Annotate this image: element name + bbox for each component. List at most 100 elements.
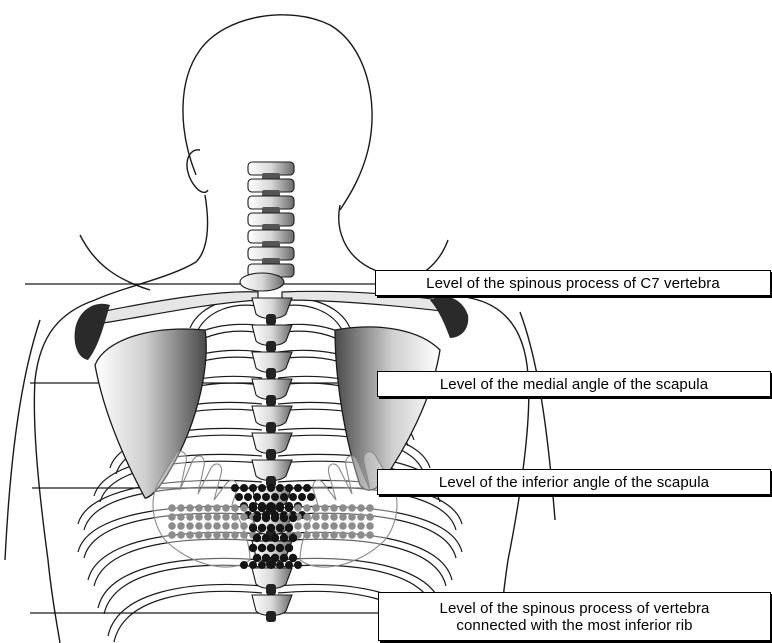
dot-dark — [253, 534, 261, 542]
dot-gray — [348, 522, 356, 530]
dot-gray — [213, 522, 221, 530]
dot-gray — [366, 522, 374, 530]
dot-gray — [222, 531, 230, 539]
dot-gray — [186, 522, 194, 530]
dot-gray — [186, 504, 194, 512]
dot-gray — [339, 504, 347, 512]
trapezius-left — [80, 235, 150, 290]
dot-gray — [168, 522, 176, 530]
dot-gray — [303, 504, 311, 512]
dot-dark — [262, 554, 270, 562]
dot-dark — [249, 561, 257, 569]
dot-gray — [303, 513, 311, 521]
dot-dark — [276, 524, 284, 532]
dot-gray — [321, 513, 329, 521]
dot-dark — [298, 493, 306, 501]
spinous-process — [266, 611, 276, 622]
dot-dark — [262, 493, 270, 501]
dot-dark — [244, 493, 252, 501]
dot-gray — [213, 513, 221, 521]
dot-dark — [249, 484, 257, 492]
dot-dark — [249, 524, 257, 532]
label-c7-text: Level of the spinous process of C7 verte… — [376, 275, 770, 292]
dot-gray — [330, 522, 338, 530]
dot-gray — [204, 504, 212, 512]
dot-gray — [330, 504, 338, 512]
label-medial-angle-level: Level of the medial angle of the scapula — [377, 371, 771, 397]
dot-dark — [285, 561, 293, 569]
dot-dark — [235, 493, 243, 501]
dot-gray — [348, 504, 356, 512]
dot-gray — [321, 522, 329, 530]
dot-dark — [267, 561, 275, 569]
dot-dark — [289, 493, 297, 501]
dot-dark — [267, 484, 275, 492]
label-inferior-rib-line1: Level of the spinous process of vertebra — [379, 600, 770, 617]
dot-gray — [240, 513, 248, 521]
spinous-process — [266, 422, 276, 433]
dot-gray — [357, 531, 365, 539]
dot-gray — [177, 522, 185, 530]
rib-left-inner — [114, 591, 262, 642]
dot-gray — [294, 504, 302, 512]
dot-dark — [262, 534, 270, 542]
dot-dark — [289, 514, 297, 522]
dot-gray — [357, 504, 365, 512]
dot-dark — [280, 493, 288, 501]
dot-gray — [357, 513, 365, 521]
label-medial-angle-text: Level of the medial angle of the scapula — [378, 376, 770, 393]
dot-gray — [312, 522, 320, 530]
dot-gray — [366, 531, 374, 539]
dot-dark — [267, 524, 275, 532]
dot-dark — [258, 544, 266, 552]
dot-dark — [276, 544, 284, 552]
dot-gray — [213, 504, 221, 512]
dot-gray — [348, 513, 356, 521]
dot-gray — [195, 531, 203, 539]
dot-dark — [240, 484, 248, 492]
dot-gray — [303, 522, 311, 530]
dot-gray — [357, 522, 365, 530]
dot-dark — [285, 504, 293, 512]
dot-gray — [312, 513, 320, 521]
dot-gray — [231, 531, 239, 539]
dot-dark — [294, 484, 302, 492]
label-inferior-angle-text: Level of the inferior angle of the scapu… — [378, 474, 770, 491]
dot-gray — [195, 522, 203, 530]
dot-dark — [267, 504, 275, 512]
dot-gray — [321, 531, 329, 539]
dot-dark — [276, 484, 284, 492]
dot-dark — [289, 554, 297, 562]
dot-gray — [240, 504, 248, 512]
spinous-process — [266, 449, 276, 460]
dot-gray — [231, 522, 239, 530]
dot-gray — [294, 522, 302, 530]
dot-dark — [267, 544, 275, 552]
dot-gray — [204, 513, 212, 521]
dot-dark — [249, 544, 257, 552]
dot-gray — [195, 513, 203, 521]
dot-dark — [258, 524, 266, 532]
dot-dark — [276, 504, 284, 512]
dot-dark — [280, 554, 288, 562]
dot-gray — [222, 513, 230, 521]
spinous-process — [266, 341, 276, 352]
label-inferior-rib-line2: connected with the most inferior rib — [379, 617, 770, 634]
dot-gray — [222, 522, 230, 530]
dot-dark — [231, 484, 239, 492]
dot-gray — [204, 522, 212, 530]
dot-dark — [271, 493, 279, 501]
dot-gray — [339, 522, 347, 530]
dot-dark — [258, 504, 266, 512]
dot-dark — [285, 524, 293, 532]
rib-left — [108, 584, 262, 636]
spinous-process — [266, 368, 276, 379]
dot-gray — [321, 504, 329, 512]
dot-dark — [285, 544, 293, 552]
dot-gray — [330, 531, 338, 539]
dot-gray — [366, 513, 374, 521]
dot-gray — [339, 513, 347, 521]
spinous-process — [266, 584, 276, 595]
dot-dark — [280, 514, 288, 522]
dot-gray — [168, 531, 176, 539]
